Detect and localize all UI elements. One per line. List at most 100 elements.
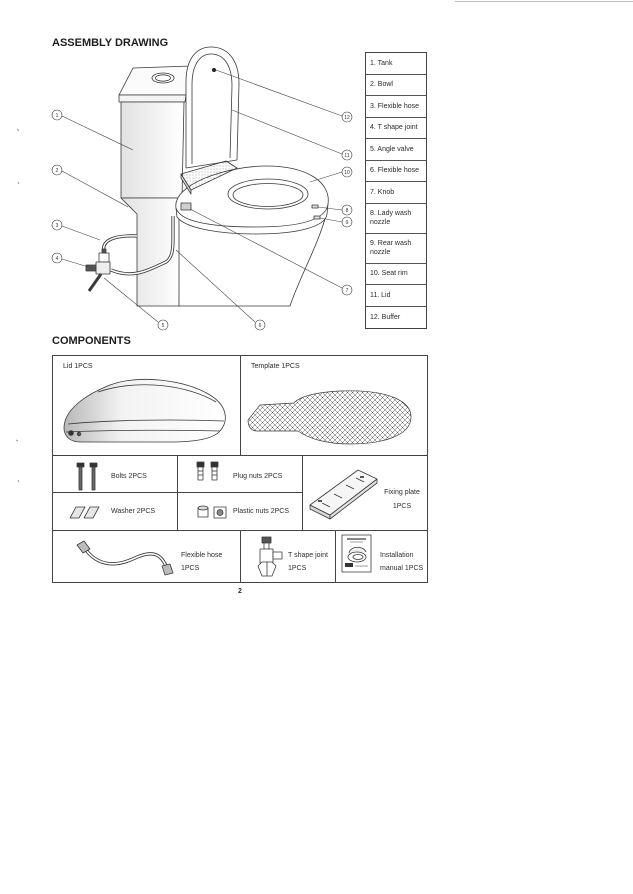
callout-2: 2 [51, 164, 63, 176]
control-panel [180, 160, 238, 191]
callout-number: 11 [344, 153, 349, 159]
scan-edge-line [455, 1, 633, 2]
assembly-drawing-title: ASSEMBLY DRAWING [52, 37, 169, 49]
valve-handle [85, 264, 97, 272]
callouts: 1 2 3 4 5 6 7 8 9 10 11 12 [51, 109, 353, 331]
components-table: Lid 1PCS Template 1PCS Bolts 2PCS Plug n… [52, 355, 428, 583]
callout-12: 12 [341, 111, 353, 123]
fixing-plate-qty: 1PCS [392, 503, 412, 510]
t-shape-joint-label: T shape joint 1PCS [288, 551, 328, 573]
legend-item-label: 5. Angle valve [370, 145, 414, 153]
installation-manual-name: Installation [380, 552, 414, 559]
legend-item-angle-valve: 5. Angle valve [366, 139, 426, 161]
legend-item-label: 10. Seat rim [370, 270, 408, 278]
components-title: COMPONENTS [52, 335, 131, 347]
legend-item-t-shape-joint: 4. T shape joint [366, 118, 426, 139]
legend-item-tank: 1. Tank [366, 53, 426, 75]
cell-plastic-nuts: Plastic nuts 2PCS [178, 493, 303, 531]
callout-10: 10 [341, 166, 353, 178]
legend-item-label: 1. Tank [370, 59, 393, 67]
callout-6: 6 [254, 319, 266, 331]
plastic-nuts-label: Plastic nuts 2PCS [233, 508, 290, 515]
callout-11: 11 [341, 149, 353, 161]
page-number: 2 [238, 588, 242, 595]
legend-item-bowl: 2. Bowl [366, 75, 426, 96]
t-shape-joint-name: T shape joint [288, 552, 328, 559]
callout-9: 9 [341, 216, 353, 228]
bolts-label: Bolts 2PCS [111, 473, 147, 480]
bowl-body [178, 211, 328, 307]
cell-plug-nuts: Plug nuts 2PCS [178, 456, 303, 493]
legend-item-lady-wash-nozzle: 8. Lady wash nozzle [366, 204, 426, 234]
legend-item-label: 12. Buffer [370, 313, 401, 321]
legend-item-label: 11. Lid [370, 291, 391, 299]
callout-number: 1 [56, 113, 59, 119]
lid-label: Lid 1PCS [63, 363, 93, 370]
callout-1: 1 [51, 109, 63, 121]
parts-legend: 1. Tank 2. Bowl 3. Flexible hose 4. T sh… [365, 52, 427, 329]
callout-number: 8 [346, 208, 349, 214]
legend-item-label: 6. Flexible hose [370, 167, 420, 175]
legend-item-lid: 11. Lid [366, 285, 426, 307]
legend-item-label: 3. Flexible hose [370, 102, 420, 110]
cell-bolts: Bolts 2PCS [53, 456, 178, 493]
flexible-hose-name: Flexible hose [181, 552, 223, 559]
callout-number: 4 [56, 256, 59, 262]
cell-template: Template 1PCS [241, 356, 427, 456]
seat-rim [175, 165, 329, 228]
knob [180, 202, 192, 211]
flexible-hose-qty: 1PCS [181, 565, 200, 572]
callout-5: 5 [157, 319, 169, 331]
legend-item-label: 2. Bowl [370, 81, 393, 89]
pedestal [120, 197, 183, 307]
callout-number: 10 [344, 170, 350, 176]
fixing-plate-label: Fixing plate 1PCS [379, 488, 425, 511]
flexible-hose-label: Flexible hose 1PCS [181, 551, 222, 573]
template-label: Template 1PCS [251, 363, 300, 370]
legend-item-knob: 7. Knob [366, 182, 426, 204]
cell-t-shape-joint: T shape joint 1PCS [241, 531, 336, 582]
flush-button [151, 72, 175, 84]
flexible-hose-tank [102, 234, 138, 253]
callout-number: 3 [56, 223, 59, 229]
legend-item-rear-wash-nozzle: 9. Rear wash nozzle [366, 234, 426, 264]
legend-item-label: 8. Lady wash [370, 210, 412, 217]
flexible-hose-seat [110, 216, 175, 276]
legend-item-seat-rim: 10. Seat rim [366, 264, 426, 285]
washer-label: Washer 2PCS [111, 508, 156, 515]
lady-wash-nozzle [311, 204, 319, 209]
installation-manual-qty: manual 1PCS [380, 565, 424, 572]
legend-item-flexible-hose-3: 3. Flexible hose [366, 96, 426, 118]
tank-lid-lip [118, 94, 187, 103]
tank-top [118, 65, 192, 96]
installation-manual-label: Installation manual 1PCS [380, 551, 423, 573]
seat-rim-side [175, 203, 329, 235]
callout-number: 9 [346, 220, 349, 226]
callout-7: 7 [341, 284, 353, 296]
t-shape-joint-qty: 1PCS [288, 565, 307, 572]
supply-pipe [87, 273, 103, 292]
callout-3: 3 [51, 219, 63, 231]
plug-nuts-label: Plug nuts 2PCS [233, 473, 283, 480]
legend-item-label: 4. T shape joint [370, 124, 418, 132]
cell-flexible-hose: Flexible hose 1PCS [53, 531, 241, 582]
seat-opening [227, 178, 309, 210]
leader-lines [61, 69, 343, 323]
buffer [212, 68, 216, 72]
callout-number: 5 [162, 323, 165, 329]
rear-wash-nozzle [313, 215, 321, 220]
legend-item-label-cont: nozzle [370, 249, 391, 256]
callout-number: 6 [259, 323, 262, 329]
lid-upright [185, 46, 240, 169]
callout-8: 8 [341, 204, 353, 216]
legend-item-label-cont: nozzle [370, 219, 391, 226]
legend-item-label: 9. Rear wash [370, 240, 412, 247]
toilet-assembly-drawing: 1 2 3 4 5 6 7 8 9 10 11 12 [51, 46, 353, 331]
tank-front [120, 101, 185, 199]
scan-marks [15, 128, 20, 483]
legend-item-flexible-hose-6: 6. Flexible hose [366, 161, 426, 182]
cell-washer: Washer 2PCS [53, 493, 178, 531]
cell-lid: Lid 1PCS [53, 356, 241, 456]
legend-item-buffer: 12. Buffer [366, 307, 426, 329]
